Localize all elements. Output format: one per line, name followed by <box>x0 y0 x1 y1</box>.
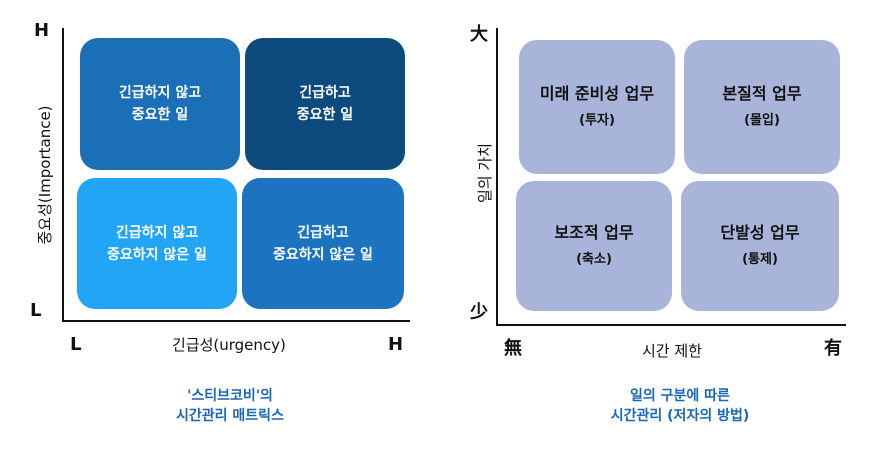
right-y-low-label: 少 <box>470 302 488 323</box>
left-y-axis <box>62 28 64 322</box>
right-x-low-label: 無 <box>504 338 522 359</box>
quadrant-subtitle: (축소) <box>576 252 612 267</box>
quadrant-line2: 중요하지 않은 일 <box>273 246 373 263</box>
left-caption-line2: 시간관리 매트릭스 <box>176 408 284 424</box>
left-y-high-label: H <box>34 20 50 41</box>
right-y-axis <box>496 28 498 326</box>
right-x-high-label: 有 <box>824 338 842 359</box>
right-quadrant-top-left: 미래 준비성 업무 (투자) <box>519 40 675 174</box>
left-x-low-label: L <box>70 334 82 355</box>
quadrant-subtitle: (몰입) <box>744 113 780 128</box>
left-quadrant-bottom-right: 긴급하고 중요하지 않은 일 <box>242 178 404 309</box>
right-caption: 일의 구분에 따른 시간관리 (저자의 방법) <box>570 386 790 426</box>
right-caption-line1: 일의 구분에 따른 <box>630 388 730 404</box>
left-y-low-label: L <box>30 300 42 321</box>
right-quadrant-bottom-left: 보조적 업무 (축소) <box>516 181 672 311</box>
left-quadrant-bottom-left: 긴급하지 않고 중요하지 않은 일 <box>77 178 237 309</box>
left-y-axis-label: 중요성(Importance) <box>36 105 54 245</box>
right-y-axis-label: 일의 가치 <box>476 143 494 203</box>
quadrant-line1: 긴급하지 않고 <box>118 85 202 101</box>
right-x-axis-label: 시간 제한 <box>642 342 702 360</box>
left-quadrant-top-right: 긴급하고 중요한 일 <box>245 38 405 170</box>
left-x-axis-label: 긴급성(urgency) <box>172 336 286 354</box>
right-x-axis <box>496 324 846 326</box>
quadrant-line1: 긴급하고 <box>297 224 349 241</box>
left-quadrant-top-left: 긴급하지 않고 중요한 일 <box>80 38 240 170</box>
quadrant-line2: 중요하지 않은 일 <box>107 246 207 263</box>
quadrant-line1: 긴급하고 <box>299 85 351 101</box>
right-y-high-label: 大 <box>470 24 488 45</box>
left-x-axis <box>62 320 410 322</box>
quadrant-line2: 중요한 일 <box>131 107 189 123</box>
quadrant-title: 보조적 업무 <box>554 223 634 242</box>
quadrant-title: 단발성 업무 <box>720 223 800 242</box>
right-quadrant-top-right: 본질적 업무 (몰입) <box>684 40 840 174</box>
right-quadrant-bottom-right: 단발성 업무 (통제) <box>681 181 839 311</box>
left-caption: '스티브코비'의 시간관리 매트릭스 <box>130 386 330 426</box>
right-caption-line2: 시간관리 (저자의 방법) <box>610 408 750 424</box>
quadrant-line2: 중요한 일 <box>296 107 354 123</box>
quadrant-line1: 긴급하지 않고 <box>115 224 199 241</box>
quadrant-subtitle: (투자) <box>579 113 615 128</box>
left-x-high-label: H <box>388 334 404 355</box>
quadrant-title: 미래 준비성 업무 <box>539 84 655 103</box>
left-caption-line1: '스티브코비'의 <box>187 388 273 404</box>
quadrant-subtitle: (통제) <box>742 252 778 267</box>
quadrant-title: 본질적 업무 <box>722 84 802 103</box>
